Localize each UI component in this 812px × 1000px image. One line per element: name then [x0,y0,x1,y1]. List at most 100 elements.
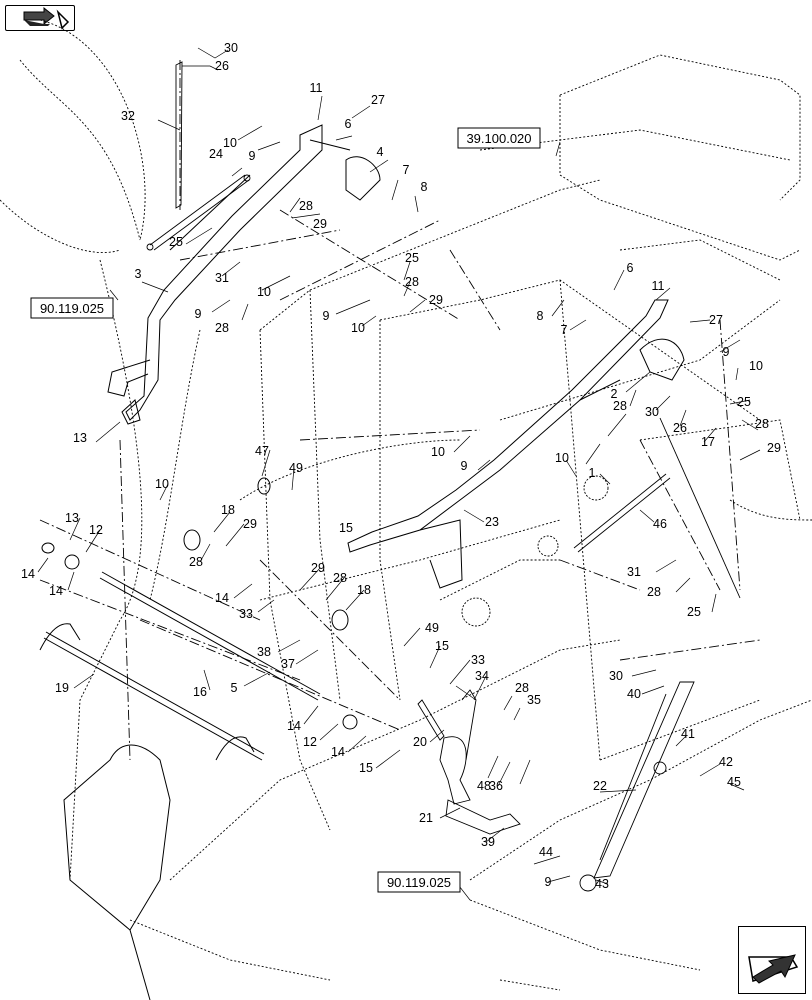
callout-29: 29 [311,561,325,575]
forward-arrow-icon [23,6,70,30]
callout-28: 28 [215,321,229,335]
callout-29: 29 [429,293,443,307]
callout-30: 30 [224,41,238,55]
svg-text:90.119.025: 90.119.025 [387,875,451,890]
callout-31: 31 [215,271,229,285]
ref-label-90-119-025-upper[interactable]: 90.119.025 [30,297,114,319]
callout-49: 49 [289,461,303,475]
callout-15: 15 [359,761,373,775]
callout-28: 28 [405,275,419,289]
callout-14: 14 [215,591,229,605]
callout-12: 12 [303,735,317,749]
nav-forward-button[interactable] [5,5,75,31]
callout-2: 2 [611,387,618,401]
callout-45: 45 [727,775,741,789]
callout-19: 19 [55,681,69,695]
callout-3: 3 [135,267,142,281]
callout-49: 49 [425,621,439,635]
leader-lines [37,47,761,901]
callout-36: 36 [489,779,503,793]
callout-11: 11 [652,279,665,293]
callout-31: 31 [627,565,641,579]
svg-text:39.100.020: 39.100.020 [466,131,531,146]
callout-11: 11 [310,81,323,95]
callout-33: 33 [239,607,253,621]
callout-23: 23 [485,515,499,529]
callout-10: 10 [749,359,763,373]
callout-13: 13 [73,431,87,445]
callout-15: 15 [339,521,353,535]
callout-25: 25 [687,605,701,619]
callout-8: 8 [537,309,544,323]
callout-38: 38 [257,645,271,659]
callout-28: 28 [647,585,661,599]
callout-29: 29 [313,217,327,231]
callout-10: 10 [155,477,169,491]
callout-9: 9 [249,149,256,163]
ref-label-39-100-020[interactable]: 39.100.020 [457,127,541,149]
callout-26: 26 [215,59,229,73]
callout-47: 47 [255,444,269,458]
callout-30: 30 [609,669,623,683]
callout-6: 6 [345,117,352,131]
callout-42: 42 [719,755,733,769]
callout-28: 28 [515,681,529,695]
callout-18: 18 [357,583,371,597]
callout-27: 27 [371,93,385,107]
callout-9: 9 [323,309,330,323]
callout-32: 32 [121,109,135,123]
callout-18: 18 [221,503,235,517]
callout-34: 34 [475,669,489,683]
frame-outline [0,19,812,991]
callout-14: 14 [287,719,301,733]
callout-9: 9 [461,459,468,473]
callout-4: 4 [377,145,384,159]
nav-back-button[interactable] [738,926,806,994]
callout-21: 21 [419,811,433,825]
callout-41: 41 [681,727,695,741]
callout-25: 25 [169,235,183,249]
callout-28: 28 [333,571,347,585]
callout-28: 28 [613,399,627,413]
callout-40: 40 [627,687,641,701]
shaft-lower [39,477,358,761]
rods-upper-left [146,61,251,251]
callout-10: 10 [351,321,365,335]
callout-10: 10 [555,451,569,465]
callout-7: 7 [561,323,568,337]
callout-26: 26 [673,421,687,435]
back-arrow-icon [748,954,799,984]
callout-43: 43 [595,877,609,891]
ref-label-90-119-025-lower[interactable]: 90.119.025 [377,871,461,893]
callout-8: 8 [421,180,428,194]
callout-9: 9 [723,345,730,359]
callout-28: 28 [189,555,203,569]
callout-10: 10 [431,445,445,459]
callout-7: 7 [403,163,410,177]
gear-wheels [461,475,609,627]
callout-35: 35 [527,693,541,707]
callout-9: 9 [545,875,552,889]
callout-28: 28 [299,199,313,213]
callout-1: 1 [589,466,596,480]
levers-lower [417,689,521,835]
callout-14: 14 [21,567,35,581]
support-arm-right [345,156,685,589]
support-arm-left [107,124,351,425]
callout-39: 39 [481,835,495,849]
callout-25: 25 [405,251,419,265]
callout-37: 37 [281,657,295,671]
callout-10: 10 [223,136,237,150]
callout-13: 13 [65,511,79,525]
callout-25: 25 [737,395,751,409]
callout-46: 46 [653,517,667,531]
side-plate-lower-left [63,744,171,1000]
rods-right [573,417,741,892]
callout-14: 14 [331,745,345,759]
callout-27: 27 [709,313,723,327]
callout-5: 5 [231,681,238,695]
callout-33: 33 [471,653,485,667]
callout-29: 29 [767,441,781,455]
callout-9: 9 [195,307,202,321]
